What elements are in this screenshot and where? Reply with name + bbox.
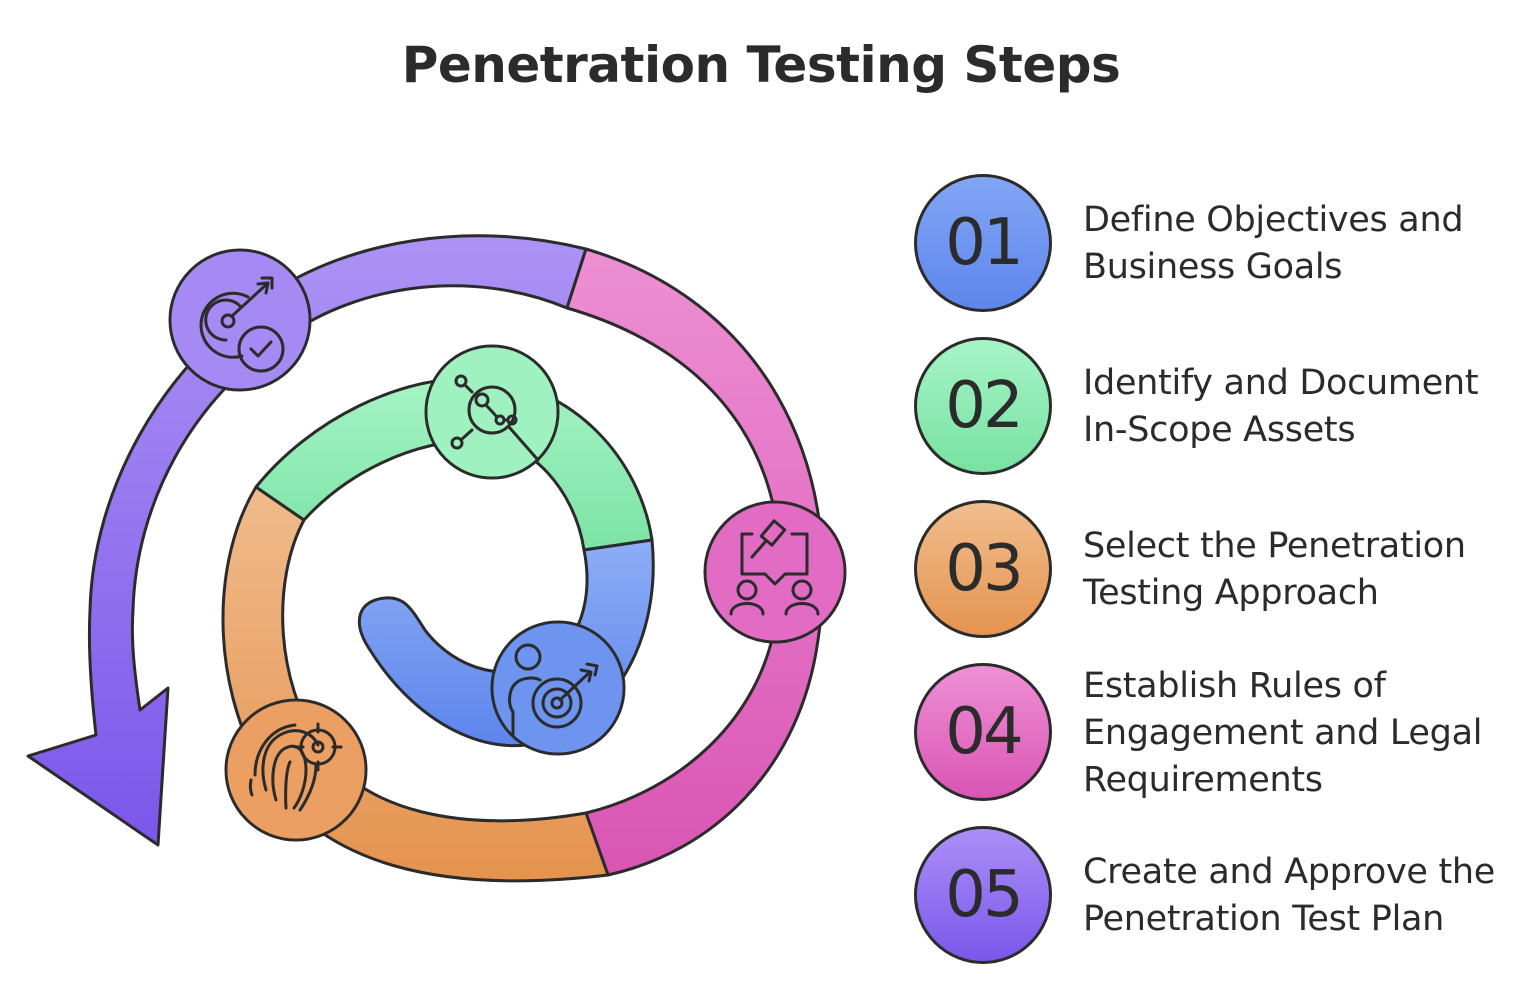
step-number-1: 01 bbox=[914, 174, 1052, 312]
network-search-icon bbox=[450, 374, 540, 462]
step-number-4: 04 bbox=[914, 663, 1052, 801]
fingerprint-target-icon bbox=[248, 722, 343, 812]
step-number-3: 03 bbox=[914, 500, 1052, 638]
step-label-3: Select the Penetration Testing Approach bbox=[1083, 526, 1466, 613]
step-label-2: Identify and Document In-Scope Assets bbox=[1083, 363, 1479, 450]
person-target-icon bbox=[508, 643, 599, 737]
step-number-5: 05 bbox=[914, 826, 1052, 964]
target-check-icon bbox=[199, 276, 285, 373]
step-number-2: 02 bbox=[914, 337, 1052, 475]
negotiation-icon bbox=[729, 519, 820, 616]
page-title: Penetration Testing Steps bbox=[401, 36, 1121, 94]
step-label-1: Define Objectives and Business Goals bbox=[1083, 200, 1464, 287]
step-label-4: Establish Rules of Engagement and Legal … bbox=[1083, 666, 1483, 800]
step-label-5: Create and Approve the Penetration Test … bbox=[1083, 852, 1496, 939]
